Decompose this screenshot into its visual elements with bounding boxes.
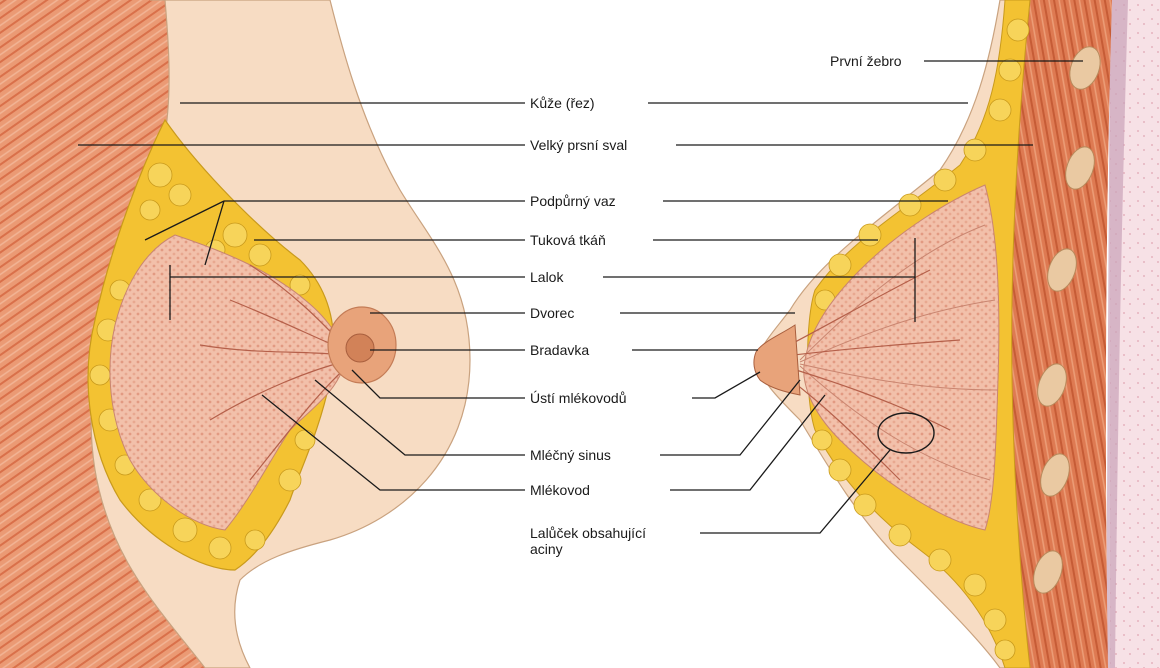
label-bradavka: Bradavka: [530, 342, 589, 358]
right-nipple: [754, 325, 800, 395]
label-usti-mlekovodu: Ústí mlékovodů: [530, 390, 626, 406]
label-mlekovod: Mlékovod: [530, 482, 590, 498]
label-mlecny-sinus: Mléčný sinus: [530, 447, 611, 463]
label-lalucek-line1: Lalůček obsahující: [530, 525, 646, 541]
right-breast-illustration: [754, 0, 1160, 668]
left-nipple: [346, 334, 374, 362]
label-prvni-zebro: První žebro: [830, 53, 902, 69]
label-tukova-tkan: Tuková tkáň: [530, 232, 606, 248]
label-podpurny-vaz: Podpůrný vaz: [530, 193, 616, 209]
label-kuze: Kůže (řez): [530, 95, 595, 111]
label-lalucek-line2: aciny: [530, 541, 563, 557]
label-dvorec: Dvorec: [530, 305, 574, 321]
left-breast-illustration: [0, 0, 470, 668]
label-velky-prsni-sval: Velký prsní sval: [530, 137, 627, 153]
label-lalok: Lalok: [530, 269, 563, 285]
